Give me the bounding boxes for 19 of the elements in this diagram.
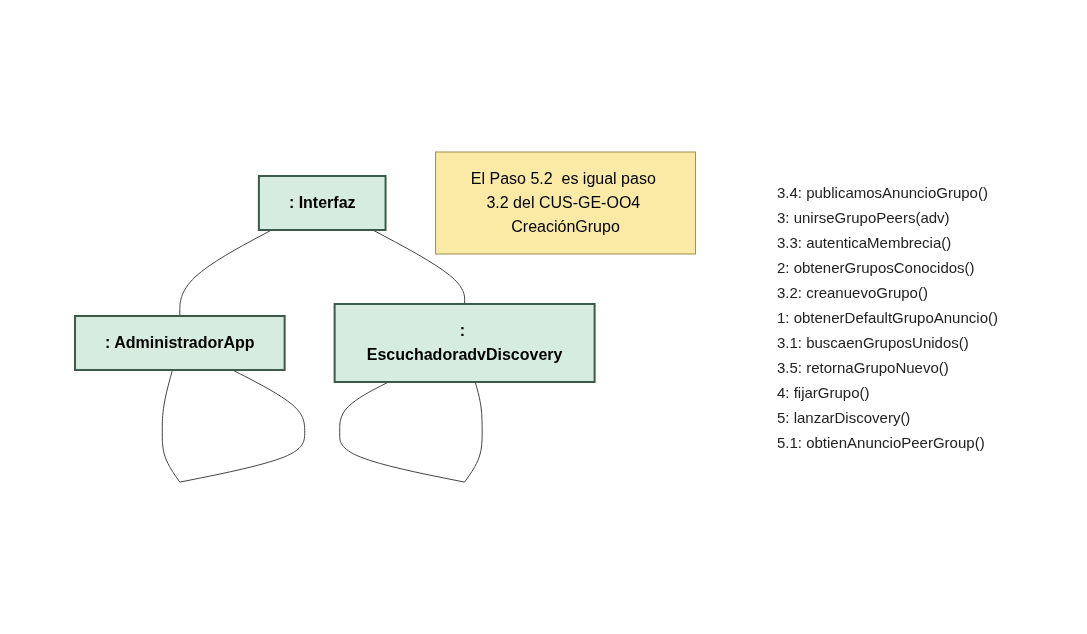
message-label: 2: obtenerGruposConocidos() (777, 258, 976, 276)
message-label: 3: unirseGrupoPeers(adv) (777, 208, 951, 226)
connector (339, 381, 483, 483)
node-box: : AdministradorApp (74, 314, 286, 371)
message-label: 3.1: buscaenGruposUnidos() (777, 333, 970, 351)
message-label: 3.4: publicamosAnuncioGrupo() (777, 183, 989, 201)
message-label: 3.3: autenticaMembrecia() (777, 233, 953, 251)
message-label: 5: lanzarDiscovery() (777, 408, 912, 426)
node-box: : Interfaz (258, 174, 387, 231)
message-label: 3.2: creanuevoGrupo() (777, 283, 929, 301)
message-label: 4: fijarGrupo() (777, 383, 871, 401)
connector (162, 369, 306, 483)
connector (372, 229, 466, 305)
message-label: 1: obtenerDefaultGrupoAnuncio() (777, 308, 999, 326)
connector (179, 229, 273, 317)
node-box: : EscuchadoradvDiscovery (333, 302, 596, 383)
message-label: 3.5: retornaGrupoNuevo() (777, 358, 950, 376)
message-label: 5.1: obtienAnuncioPeerGroup() (777, 433, 986, 451)
node-box: El Paso 5.2 es igual paso 3.2 del CUS-GE-OO4 CreaciónGrupo (435, 151, 697, 255)
